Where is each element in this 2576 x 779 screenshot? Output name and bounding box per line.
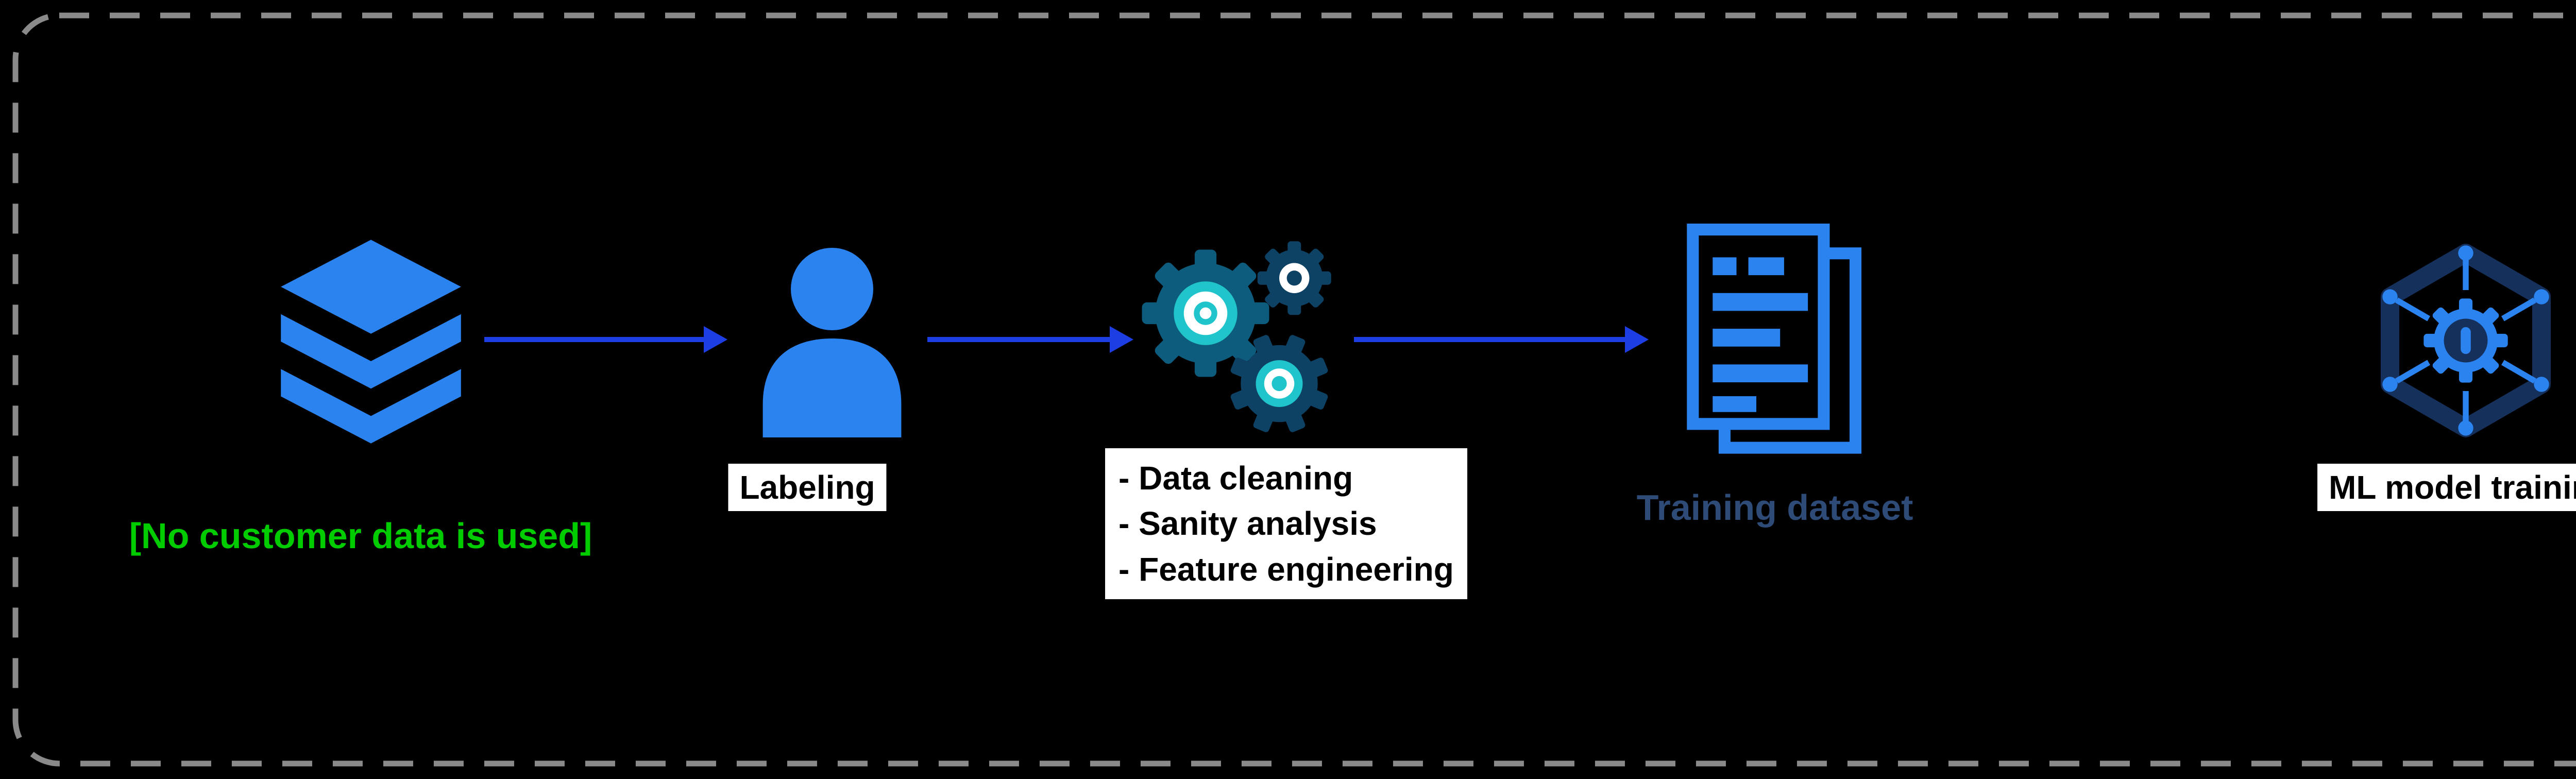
arrow-shaft [927,337,1114,342]
arrow-head-icon [704,326,727,353]
flow-arrow-3 [1354,326,1649,353]
arrow-shaft [1354,337,1629,342]
document-icon [1677,222,1875,464]
arrow-shaft [484,337,708,342]
processing-steps-box: - Data cleaning - Sanity analysis - Feat… [1105,448,1467,599]
flow-arrow-1 [484,326,727,353]
gears-icon [1139,240,1340,441]
process-step: - Sanity analysis [1118,505,1377,543]
layers-icon [273,232,469,451]
flow-arrow-2 [927,326,1133,353]
ml-model-icon [2378,240,2553,442]
no-customer-data-note: [No customer data is used] [129,516,592,556]
person-icon [750,240,914,446]
arrow-head-icon [1625,326,1649,353]
arrow-head-icon [1110,326,1133,353]
process-step: - Feature engineering [1118,550,1454,588]
process-step: - Data cleaning [1118,460,1353,497]
ml-model-training-label: ML model training [2317,464,2576,511]
training-dataset-label: Training dataset [1636,487,1913,528]
labeling-label: Labeling [728,464,887,511]
